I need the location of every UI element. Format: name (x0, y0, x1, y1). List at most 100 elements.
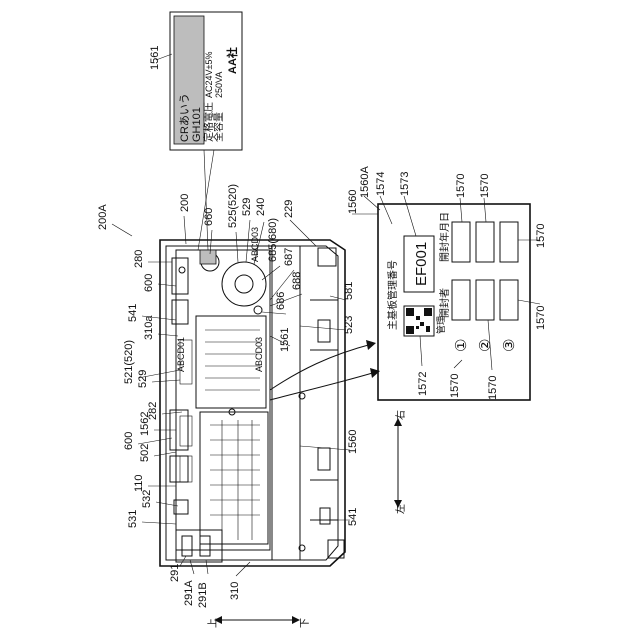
label-1560A: 1560A (359, 166, 371, 198)
label-card-opener-header: 開封者 (438, 288, 451, 318)
label-card-circle-1: ① (453, 339, 470, 352)
label-581: 581 (343, 282, 355, 300)
label-525: 525(520) (227, 184, 239, 228)
nameplate-code: GH101 (191, 107, 203, 142)
label-1560: 1560 (347, 430, 359, 454)
slot-opener-1 (452, 280, 470, 320)
label-1570-b: 1570 (479, 174, 491, 198)
housing-corner-tab (318, 248, 336, 266)
direction-right-label: 右 (394, 410, 407, 420)
label-card-serial: EF001 (413, 242, 430, 286)
component-686 (254, 306, 262, 314)
label-card-circle-2: ② (477, 339, 494, 352)
board-traces-upper (205, 330, 260, 390)
leader-1572 (420, 336, 422, 366)
housing-hole-3 (179, 267, 185, 273)
connector-top (172, 258, 188, 294)
connector-4 (170, 456, 188, 482)
slot-opener-2 (476, 280, 494, 320)
nameplate-company: AA社 (225, 47, 239, 74)
label-502: 502 (139, 444, 151, 462)
label-110: 110 (133, 474, 145, 492)
direction-ud-arrowhead-down (292, 616, 300, 624)
label-1574: 1574 (375, 172, 387, 196)
label-688: 688 (291, 272, 303, 290)
leader-1560A (364, 196, 380, 210)
housing-slot-2 (318, 448, 330, 470)
board-nameplate-1561 (200, 250, 216, 264)
label-310a: 310a (143, 315, 155, 340)
label-card-title: 主基板管理番号 (386, 260, 399, 330)
label-1570-f: 1570 (487, 376, 499, 400)
board-text-abcd01: ABCD01 (176, 337, 186, 372)
nameplate-capacity-label: 全容量 (212, 112, 225, 142)
nameplate-rated-value: AC24V±5% (204, 52, 214, 98)
nameplate-model: CRあいう (178, 93, 191, 142)
leader-1570-b (484, 198, 486, 222)
board-outline (176, 250, 270, 550)
nameplate-capacity-value: 250VA (214, 72, 224, 98)
label-291B: 291B (197, 582, 209, 608)
label-600-top: 600 (143, 274, 155, 292)
connector-291A (182, 536, 192, 556)
label-523: 523 (343, 316, 355, 334)
label-card-date-header: 開封年月日 (438, 212, 451, 262)
slot-opener-3 (500, 280, 518, 320)
board-traces-lower (210, 425, 260, 515)
nameplate-enlarged: CRあいう GH101 定格電圧 全容量 AC24V±5% 250VA AA社 (170, 12, 242, 150)
connector-bottom-block (176, 530, 222, 562)
label-685: 685(680) (267, 218, 279, 262)
label-660: 660 (203, 208, 215, 226)
direction-left-label: 左 (394, 504, 407, 514)
direction-left-right: 左 右 (394, 410, 407, 514)
leader-1570-a (460, 198, 462, 222)
leader-1570-e (454, 360, 462, 368)
label-529-mid: 529 (137, 370, 149, 388)
label-1562: 1562 (139, 412, 151, 436)
label-1570-d: 1570 (535, 306, 547, 330)
label-1570-c: 1570 (535, 224, 547, 248)
direction-up-down: 上 下 (207, 616, 311, 628)
label-1570-e: 1570 (449, 374, 461, 398)
label-529-top: 529 (241, 198, 253, 216)
board-lower-module (200, 412, 268, 544)
label-card-circle-3: ③ (501, 339, 518, 352)
leader-1570-d (518, 300, 540, 304)
label-1572: 1572 (417, 372, 429, 396)
label-240: 240 (255, 198, 267, 216)
slot-date-1 (452, 222, 470, 262)
slot-date-2 (476, 222, 494, 262)
connector-291B (200, 536, 210, 556)
board-traces-vertical (222, 420, 252, 540)
label-280: 280 (133, 250, 145, 268)
label-1570-a: 1570 (455, 174, 467, 198)
label-1573: 1573 (399, 172, 411, 196)
label-541-top: 541 (127, 304, 139, 322)
figure-number-leader (112, 224, 132, 236)
label-310: 310 (229, 582, 241, 600)
label-531: 531 (127, 510, 139, 528)
zoom-arrowhead-upper (366, 340, 376, 350)
segment-display-2 (180, 416, 192, 446)
label-291A: 291A (183, 580, 195, 606)
housing-slot-1 (318, 320, 330, 342)
label-card-qr-code (404, 306, 434, 336)
label-687: 687 (283, 248, 295, 266)
label-686: 686 (275, 292, 287, 310)
leader-1573 (404, 196, 416, 236)
main-board: ABCD03 ABCD01 ABCD03 (170, 227, 270, 562)
housing-ribs (310, 300, 338, 520)
component-685-inner (235, 275, 253, 293)
leader-1574 (380, 196, 392, 224)
label-541-bot: 541 (347, 508, 359, 526)
figure-number: 200A (97, 204, 109, 230)
zoom-arrow-lower (270, 372, 376, 400)
label-532: 532 (141, 490, 153, 508)
connector-2 (172, 300, 188, 324)
slot-date-3 (500, 222, 518, 262)
label-291: 291 (169, 564, 181, 582)
label-1561-top: 1561 (149, 46, 161, 70)
component-685 (222, 262, 266, 306)
label-200: 200 (179, 194, 191, 212)
